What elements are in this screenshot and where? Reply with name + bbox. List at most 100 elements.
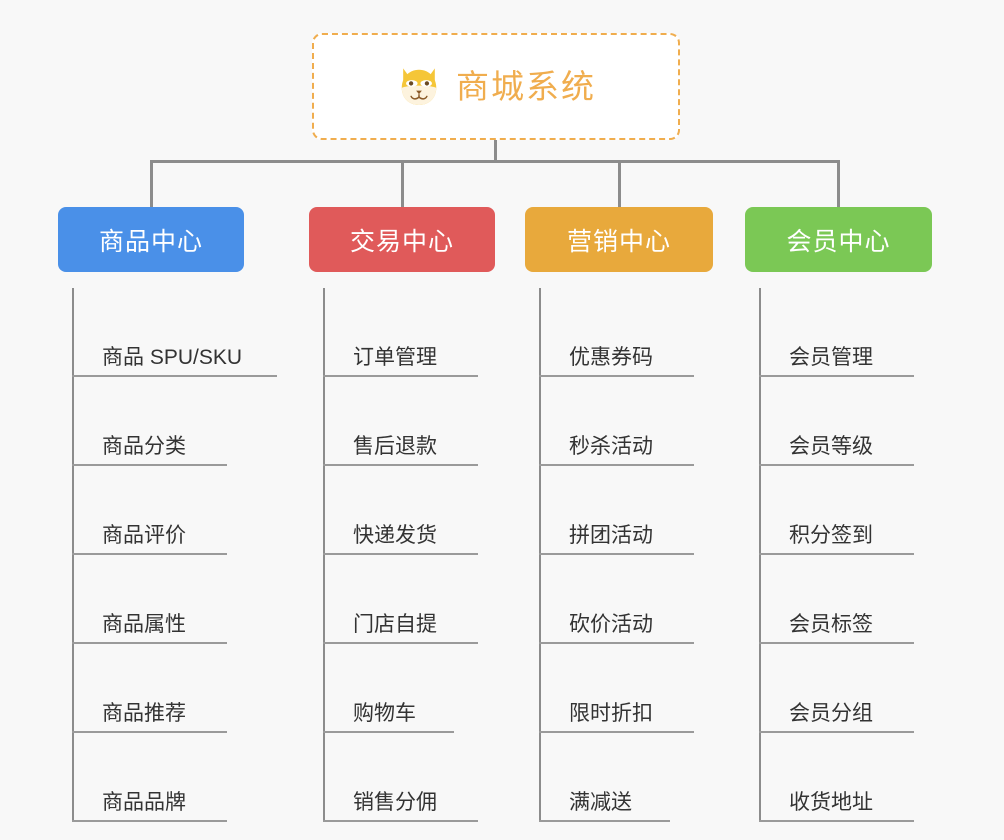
leaf-item-label: 积分签到: [789, 524, 873, 547]
leaf-item-rule: [539, 731, 694, 733]
leaf-item[interactable]: 售后退款: [323, 377, 517, 466]
leaf-item-rule: [759, 464, 914, 466]
leaf-item-rule: [759, 375, 914, 377]
leaf-item[interactable]: 会员管理: [759, 288, 953, 377]
leaf-item-rule: [323, 464, 478, 466]
leaf-item[interactable]: 商品分类: [72, 377, 266, 466]
shiba-inu-icon: [401, 67, 437, 105]
leaf-item-label: 砍价活动: [569, 613, 653, 636]
leaf-item-rule: [323, 375, 478, 377]
leaf-item-label: 商品属性: [102, 613, 186, 636]
leaf-item[interactable]: 购物车: [323, 644, 517, 733]
leaf-stack-member: 会员管理 会员等级 积分签到 会员标签 会员分组 收货地址: [745, 288, 953, 822]
category-column-trade: 交易中心 订单管理 售后退款 快递发货 门店自提 购物车: [309, 207, 517, 822]
leaf-item-rule: [759, 820, 914, 822]
connector-drop-1: [150, 160, 153, 207]
leaf-item-label: 会员标签: [789, 613, 873, 636]
leaf-item-label: 门店自提: [353, 613, 437, 636]
leaf-item-label: 会员管理: [789, 346, 873, 369]
leaf-item[interactable]: 限时折扣: [539, 644, 733, 733]
leaf-item-label: 销售分佣: [353, 791, 437, 814]
leaf-item[interactable]: 砍价活动: [539, 555, 733, 644]
leaf-item-label: 订单管理: [353, 346, 437, 369]
root-node-title: 商城系统: [456, 68, 596, 105]
leaf-item-label: 会员等级: [789, 435, 873, 458]
leaf-item-rule: [72, 375, 277, 377]
leaf-stack-trade: 订单管理 售后退款 快递发货 门店自提 购物车 销售分佣: [309, 288, 517, 822]
leaf-item-rule: [72, 731, 227, 733]
leaf-item-label: 会员分组: [789, 702, 873, 725]
leaf-item-label: 收货地址: [789, 791, 873, 814]
leaf-item[interactable]: 商品推荐: [72, 644, 266, 733]
leaf-item-rule: [539, 375, 694, 377]
leaf-spine: [759, 288, 761, 822]
leaf-item[interactable]: 会员等级: [759, 377, 953, 466]
category-column-marketing: 营销中心 优惠券码 秒杀活动 拼团活动 砍价活动 限时折扣: [525, 207, 733, 822]
leaf-item-rule: [72, 820, 227, 822]
leaf-item-rule: [539, 464, 694, 466]
leaf-item[interactable]: 拼团活动: [539, 466, 733, 555]
leaf-item-label: 商品推荐: [102, 702, 186, 725]
connector-drop-3: [618, 160, 621, 207]
leaf-item-label: 优惠券码: [569, 346, 653, 369]
connector-drop-4: [837, 160, 840, 207]
leaf-item-rule: [72, 553, 227, 555]
leaf-item-rule: [323, 642, 478, 644]
root-node-mall-system[interactable]: 商城系统: [312, 33, 680, 140]
leaf-item[interactable]: 订单管理: [323, 288, 517, 377]
leaf-item-label: 拼团活动: [569, 524, 653, 547]
leaf-item-label: 购物车: [353, 702, 416, 725]
leaf-stack-product: 商品 SPU/SKU 商品分类 商品评价 商品属性 商品推荐 商品品牌: [58, 288, 277, 822]
leaf-item[interactable]: 快递发货: [323, 466, 517, 555]
leaf-item[interactable]: 商品品牌: [72, 733, 266, 822]
leaf-spine: [323, 288, 325, 822]
leaf-item[interactable]: 商品属性: [72, 555, 266, 644]
category-header-label: 会员中心: [786, 227, 891, 256]
category-header-member[interactable]: 会员中心: [745, 207, 932, 272]
leaf-item-rule: [539, 553, 694, 555]
leaf-item-rule: [759, 553, 914, 555]
leaf-item-rule: [323, 553, 478, 555]
category-header-label: 商品中心: [98, 227, 203, 256]
leaf-item[interactable]: 门店自提: [323, 555, 517, 644]
leaf-item[interactable]: 优惠券码: [539, 288, 733, 377]
leaf-item-label: 商品分类: [102, 435, 186, 458]
leaf-item-label: 限时折扣: [569, 702, 653, 725]
leaf-item-label: 满减送: [569, 791, 632, 814]
leaf-item-label: 商品品牌: [102, 791, 186, 814]
category-header-marketing[interactable]: 营销中心: [525, 207, 713, 272]
leaf-item-label: 秒杀活动: [569, 435, 653, 458]
leaf-item-rule: [759, 731, 914, 733]
leaf-item[interactable]: 会员分组: [759, 644, 953, 733]
leaf-item-label: 商品 SPU/SKU: [102, 346, 243, 369]
category-header-trade[interactable]: 交易中心: [309, 207, 495, 272]
connector-root-stem: [494, 140, 497, 162]
leaf-item-rule: [539, 820, 670, 822]
leaf-item[interactable]: 秒杀活动: [539, 377, 733, 466]
category-header-product[interactable]: 商品中心: [58, 207, 244, 272]
connector-horizontal-bus: [150, 160, 840, 163]
category-header-label: 交易中心: [349, 227, 454, 256]
leaf-spine: [72, 288, 74, 822]
leaf-item-rule: [72, 642, 227, 644]
leaf-item[interactable]: 销售分佣: [323, 733, 517, 822]
leaf-item[interactable]: 会员标签: [759, 555, 953, 644]
leaf-item[interactable]: 收货地址: [759, 733, 953, 822]
leaf-item-rule: [323, 820, 478, 822]
leaf-item[interactable]: 商品 SPU/SKU: [72, 288, 277, 377]
category-header-label: 营销中心: [566, 227, 671, 256]
connector-drop-2: [401, 160, 404, 207]
leaf-item-label: 快递发货: [353, 524, 437, 547]
leaf-item-rule: [759, 642, 914, 644]
leaf-item[interactable]: 满减送: [539, 733, 733, 822]
leaf-item[interactable]: 积分签到: [759, 466, 953, 555]
category-column-product: 商品中心 商品 SPU/SKU 商品分类 商品评价 商品属性 商品推荐: [58, 207, 277, 822]
leaf-spine: [539, 288, 541, 822]
leaf-item-label: 售后退款: [353, 435, 437, 458]
leaf-item-rule: [323, 731, 454, 733]
leaf-item-rule: [539, 642, 694, 644]
category-column-member: 会员中心 会员管理 会员等级 积分签到 会员标签 会员分组: [745, 207, 953, 822]
leaf-stack-marketing: 优惠券码 秒杀活动 拼团活动 砍价活动 限时折扣 满减送: [525, 288, 733, 822]
leaf-item[interactable]: 商品评价: [72, 466, 266, 555]
